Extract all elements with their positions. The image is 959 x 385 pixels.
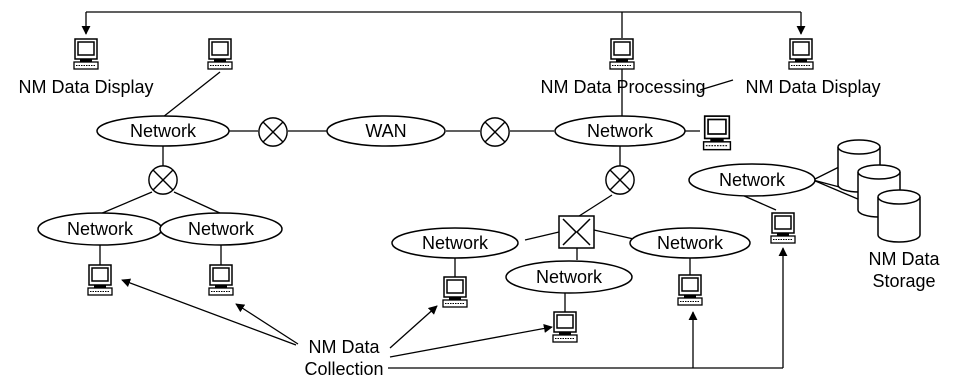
network-node: Network xyxy=(554,115,686,147)
storage-caption-line1: NM Data xyxy=(868,249,940,269)
storage-caption-line2: Storage xyxy=(872,271,935,291)
display-left-caption: NM Data Display xyxy=(18,77,153,97)
svg-text:Network: Network xyxy=(657,233,724,253)
computer-icon xyxy=(87,264,113,296)
computer-icon xyxy=(552,311,578,343)
network-nodes: Network WAN Network Network Network Netw… xyxy=(37,115,816,294)
network-node: Network xyxy=(159,212,283,246)
collection-caption-line1: NM Data xyxy=(308,337,380,357)
svg-text:Network: Network xyxy=(130,121,197,141)
disk-storage-icon xyxy=(837,139,921,243)
computer-icon xyxy=(609,38,635,70)
svg-text:Network: Network xyxy=(422,233,489,253)
network-node: Network xyxy=(629,227,751,259)
computer-icon xyxy=(73,38,99,70)
router-icon xyxy=(605,165,635,195)
computer-icon xyxy=(208,264,234,296)
captions: NM Data Display NM Data Processing NM Da… xyxy=(18,77,940,379)
router-icon xyxy=(258,117,288,147)
svg-text:Network: Network xyxy=(587,121,654,141)
wan-node: WAN xyxy=(326,115,446,147)
computer-icon xyxy=(677,274,703,306)
svg-text:Network: Network xyxy=(188,219,255,239)
network-node: Network xyxy=(96,115,230,147)
router-icon xyxy=(148,165,178,195)
display-right-caption: NM Data Display xyxy=(745,77,880,97)
network-node: Network xyxy=(37,212,163,246)
computer-icon xyxy=(442,276,468,308)
computer-icon xyxy=(788,38,814,70)
computer-icon xyxy=(207,38,233,70)
computer-icon xyxy=(702,115,732,151)
svg-text:Network: Network xyxy=(719,170,786,190)
network-node: Network xyxy=(688,163,816,197)
switch-icon xyxy=(558,215,595,249)
processing-caption: NM Data Processing xyxy=(540,77,705,97)
network-node: Network xyxy=(391,227,519,259)
collection-caption-line2: Collection xyxy=(304,359,383,379)
svg-text:WAN: WAN xyxy=(365,121,406,141)
router-icon xyxy=(480,117,510,147)
svg-text:Network: Network xyxy=(536,267,603,287)
svg-text:Network: Network xyxy=(67,219,134,239)
computer-icon xyxy=(770,212,796,244)
network-node: Network xyxy=(505,260,633,294)
